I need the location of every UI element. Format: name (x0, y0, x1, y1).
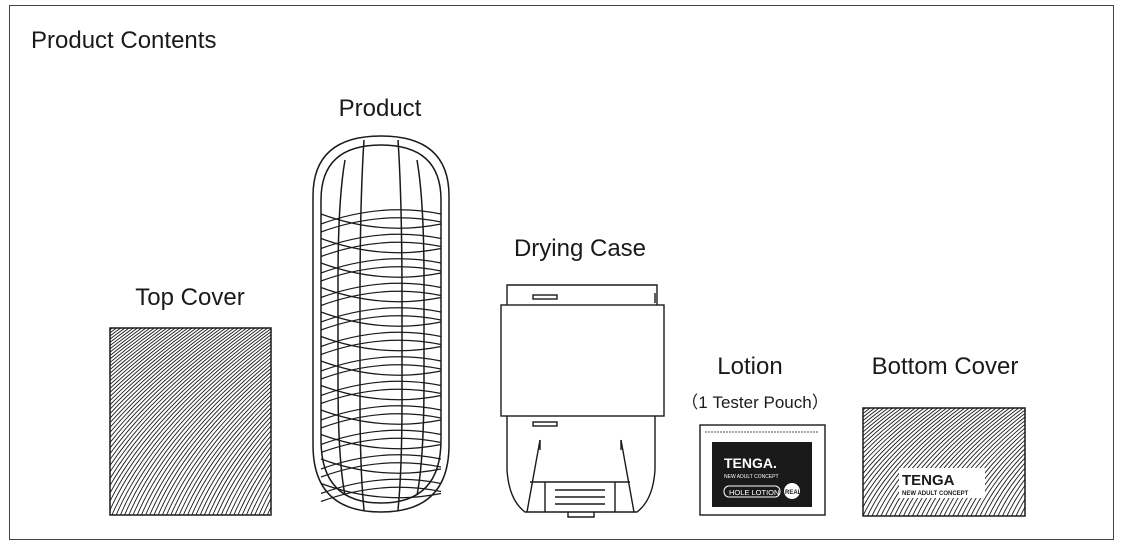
top-cover-illustration (109, 327, 272, 516)
label-drying-case: Drying Case (513, 235, 647, 262)
lotion-pouch-illustration: TENGA. NEW ADULT CONCEPT HOLE LOTION REA… (699, 424, 826, 516)
drying-case-illustration (500, 284, 665, 518)
pouch-brand: TENGA. (724, 455, 777, 471)
diagram-heading: Product Contents (31, 27, 217, 54)
label-lotion: Lotion (717, 353, 783, 380)
bottom-cover-brand: TENGA (902, 472, 955, 489)
diagram-frame (9, 5, 1114, 540)
pouch-tagline: NEW ADULT CONCEPT (724, 474, 779, 480)
label-product: Product (338, 95, 422, 122)
product-illustration (312, 135, 450, 513)
label-top-cover: Top Cover (135, 284, 245, 311)
label-bottom-cover: Bottom Cover (871, 353, 1019, 380)
label-lotion-sub: （1 Tester Pouch） (681, 393, 829, 412)
bottom-cover-illustration: TENGA NEW ADULT CONCEPT (862, 407, 1026, 517)
pouch-product-label: HOLE LOTION (729, 488, 779, 497)
pouch-badge: REAL (785, 490, 802, 496)
bottom-cover-tagline: NEW ADULT CONCEPT (902, 491, 969, 497)
